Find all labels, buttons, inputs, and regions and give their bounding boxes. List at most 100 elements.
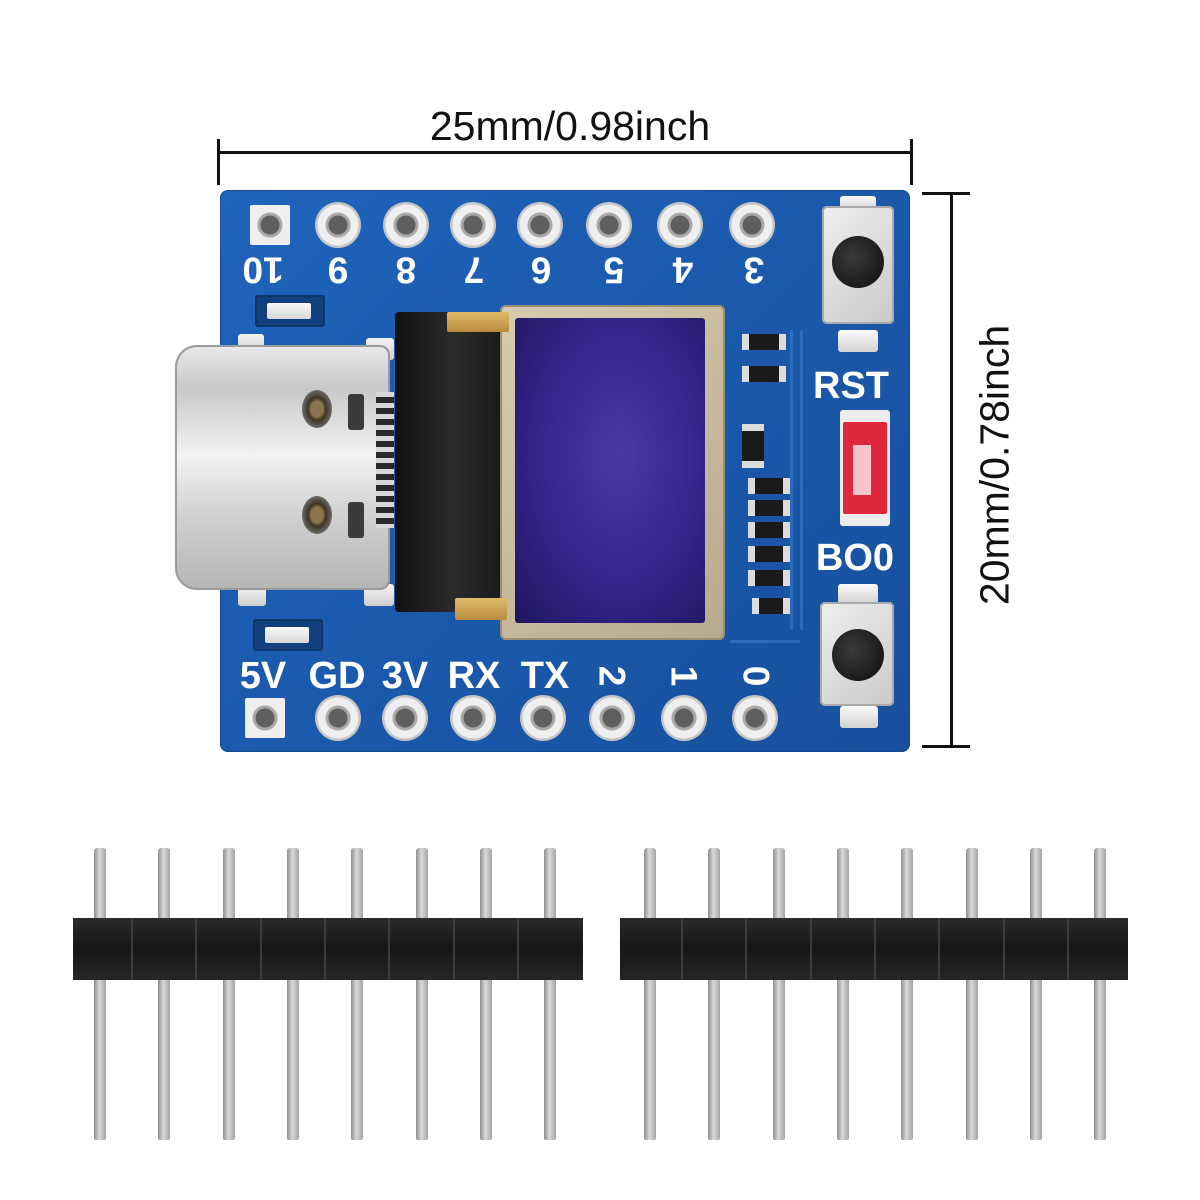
boot-button-pad <box>838 584 878 604</box>
top-pin-pad-3 <box>729 202 775 248</box>
header-pin <box>1094 848 1107 1140</box>
bottom-pin-label: 5V <box>239 655 287 697</box>
top-pin-label: 10 <box>242 249 284 291</box>
header-pin <box>351 848 364 1140</box>
header-pin <box>965 848 978 1140</box>
header-segment-divider <box>259 918 262 980</box>
oled-gold-strip <box>455 598 507 620</box>
top-pin-label: 7 <box>463 249 485 291</box>
usb-c-shell-hole <box>302 390 332 428</box>
top-pin-pad-10 <box>250 205 290 245</box>
slide-switch-knob <box>853 445 871 495</box>
header-pin <box>772 848 785 1140</box>
bottom-pin-label: TX <box>520 655 570 697</box>
height-dimension-tick-top <box>922 192 970 195</box>
usb-c-connector <box>175 345 390 590</box>
width-dimension-tick-left <box>217 139 220 185</box>
header-pin <box>286 848 299 1140</box>
smd-resistor <box>742 366 786 382</box>
smd-capacitor <box>742 424 764 468</box>
usb-c-notch <box>348 394 364 430</box>
header-segment-divider <box>938 918 941 980</box>
smd-resistor <box>748 546 790 562</box>
header-pin <box>644 848 656 1140</box>
top-pin-pad-4 <box>657 202 703 248</box>
top-pin-label: 5 <box>603 249 625 291</box>
header-segment-divider <box>681 918 684 980</box>
reset-button-cap <box>832 236 884 288</box>
oled-gold-strip <box>447 312 509 332</box>
oled-display <box>515 318 705 623</box>
top-pin-label: 9 <box>327 249 349 291</box>
bottom-pin-label: RX <box>447 655 501 697</box>
bottom-pin-label: 0 <box>735 665 777 687</box>
width-dimension-label: 25mm/0.98inch <box>429 103 711 149</box>
boot-label: BO0 <box>815 537 895 579</box>
header-pin <box>901 848 914 1140</box>
header-plastic-bar <box>73 918 583 980</box>
header-segment-divider <box>516 918 519 980</box>
header-pin <box>415 848 428 1140</box>
bottom-pin-label: 2 <box>591 665 633 687</box>
header-segment-divider <box>745 918 748 980</box>
bottom-pin-pad-3v <box>382 695 428 741</box>
bottom-pin-pad-tx <box>520 695 566 741</box>
header-segment-divider <box>195 918 198 980</box>
header-segment-divider <box>809 918 812 980</box>
bottom-pin-pad-0 <box>732 695 778 741</box>
header-pin <box>222 848 235 1140</box>
height-dimension-tick-bottom <box>922 745 970 748</box>
usb-mount-pad <box>238 586 266 606</box>
height-dimension-line <box>950 193 953 747</box>
height-dimension-label: 20mm/0.78inch <box>971 324 1018 606</box>
connector-pins <box>376 392 394 528</box>
pcb-trace <box>800 330 803 630</box>
reset-label: RST <box>813 365 889 407</box>
smd-resistor <box>748 522 790 538</box>
header-segment-divider <box>131 918 134 980</box>
top-pin-pad-9 <box>315 202 361 248</box>
top-pin-label: 8 <box>395 249 417 291</box>
top-pin-pad-6 <box>517 202 563 248</box>
header-segment-divider <box>452 918 455 980</box>
width-dimension-line <box>218 151 912 154</box>
top-pin-label: 3 <box>743 249 765 291</box>
pcb-trace <box>790 330 793 630</box>
header-pin <box>479 848 492 1140</box>
smd-resistor <box>748 478 790 494</box>
smd-resistor <box>752 598 790 614</box>
usb-c-notch <box>348 502 364 538</box>
bottom-pin-pad-rx <box>450 695 496 741</box>
bottom-pin-label: 3V <box>381 655 429 697</box>
bottom-pin-pad-1 <box>661 695 707 741</box>
width-dimension-tick-right <box>910 139 913 185</box>
header-segment-divider <box>1002 918 1005 980</box>
oled-flex-cable <box>395 312 513 612</box>
header-segment-divider <box>1066 918 1069 980</box>
header-pin <box>708 848 721 1140</box>
top-pin-pad-5 <box>586 202 632 248</box>
boot-button-bracket <box>840 706 878 728</box>
header-segment-divider <box>388 918 391 980</box>
power-led <box>253 619 323 651</box>
top-pin-label: 4 <box>672 249 694 291</box>
bottom-pin-label: GD <box>308 655 366 697</box>
smd-resistor <box>742 334 786 350</box>
boot-button-cap <box>832 629 884 681</box>
top-pin-pad-8 <box>383 202 429 248</box>
header-pin <box>544 848 557 1140</box>
bottom-pin-label: 1 <box>663 665 705 687</box>
header-pin <box>158 848 171 1140</box>
top-pin-pad-7 <box>450 202 496 248</box>
status-led <box>255 295 325 327</box>
header-segment-divider <box>324 918 327 980</box>
pcb-trace <box>730 640 800 643</box>
header-pin <box>94 848 106 1140</box>
usb-c-shell-hole <box>302 496 332 534</box>
header-plastic-bar <box>620 918 1128 980</box>
header-segment-divider <box>874 918 877 980</box>
bottom-pin-pad-5v <box>245 698 285 738</box>
smd-resistor <box>748 500 790 516</box>
header-pin <box>1029 848 1042 1140</box>
bottom-pin-pad-2 <box>589 695 635 741</box>
